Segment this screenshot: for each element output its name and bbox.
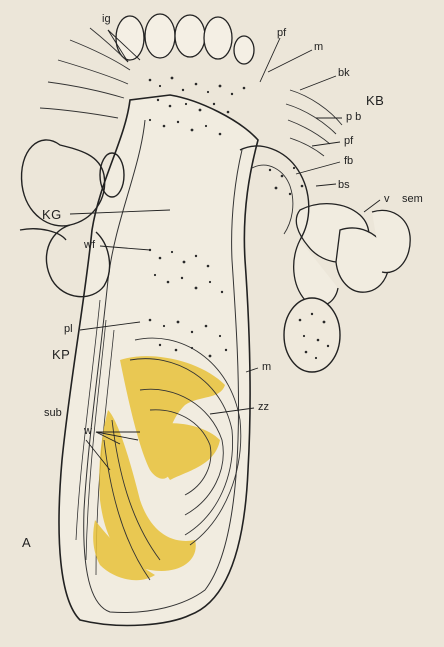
label-pb: p b: [346, 112, 361, 123]
label-bs: bs: [338, 180, 350, 191]
label-wf: wf: [84, 240, 95, 251]
label-zz: zz: [258, 402, 269, 413]
label-pf-top: pf: [277, 28, 286, 39]
label-bk: bk: [338, 68, 350, 79]
label-pf-right: pf: [344, 136, 353, 147]
panel-letter: A: [22, 536, 31, 549]
label-w: w: [84, 426, 92, 437]
label-m-mid: m: [262, 362, 271, 373]
label-m-top: m: [314, 42, 323, 53]
label-sem: sem: [402, 194, 423, 205]
right-lobes: [294, 204, 411, 306]
right-stem-inner: [252, 165, 293, 234]
label-ig: ig: [102, 14, 111, 25]
label-fb: fb: [344, 156, 353, 167]
label-KP: KP: [52, 348, 70, 361]
label-v: v: [384, 194, 390, 205]
detached-round-body: [284, 298, 340, 372]
label-sub: sub: [44, 408, 62, 419]
label-KG: KG: [42, 208, 62, 221]
label-KB: KB: [366, 94, 384, 107]
label-pl: pl: [64, 324, 73, 335]
